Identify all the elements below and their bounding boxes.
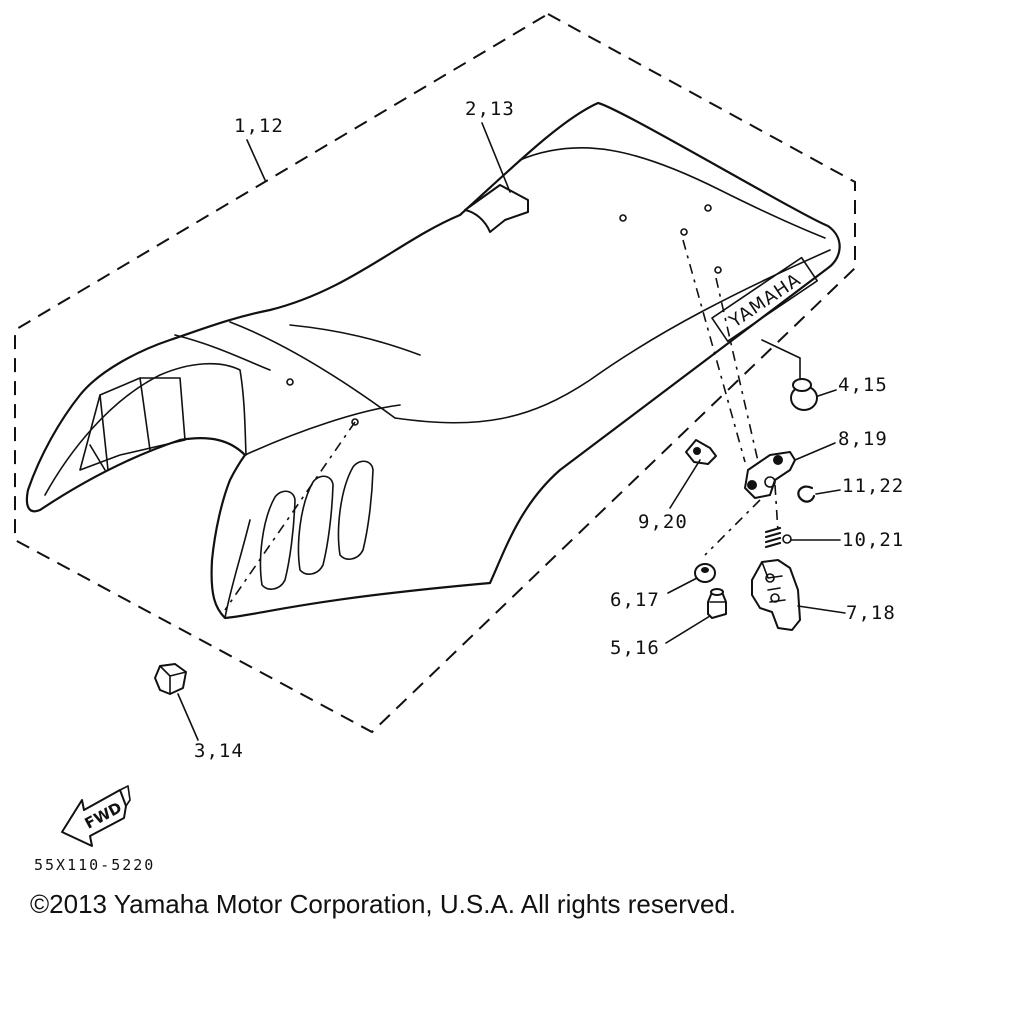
- callout-7-18: 7,18: [846, 602, 896, 624]
- callout-4-15: 4,15: [838, 374, 888, 396]
- callout-9-20: 9,20: [638, 511, 688, 533]
- callout-8-19: 8,19: [838, 428, 888, 450]
- part-6-17-collar: [694, 563, 716, 583]
- part-10-21-spring: [764, 526, 792, 549]
- assembly-boundary: [14, 12, 856, 734]
- callout-3-14: 3,14: [194, 740, 244, 762]
- callout-10-21: 10,21: [842, 529, 904, 551]
- callout-1-12: 1,12: [234, 115, 284, 137]
- diagram-reference-number: 55X110-5220: [34, 856, 155, 874]
- callout-6-17: 6,17: [610, 589, 660, 611]
- part-8-19-bracket: [744, 451, 796, 499]
- seat-body: YAMAHA: [25, 101, 841, 620]
- part-3-14-damper: [154, 663, 187, 695]
- seat-strap-tab: [464, 184, 529, 233]
- yamaha-logo-badge: [711, 256, 818, 343]
- callout-5-16: 5,16: [610, 637, 660, 659]
- vent-slot: [259, 490, 296, 590]
- forward-direction-arrow: FWD: [61, 785, 131, 847]
- part-5-16-bolt: [707, 588, 727, 619]
- vent-slot: [337, 460, 374, 560]
- part-11-22-clip: [797, 485, 816, 503]
- vent-slot: [297, 475, 334, 575]
- callout-2-13: 2,13: [465, 98, 515, 120]
- part-7-18-seat-lock: [751, 559, 801, 631]
- part-4-15-damper: [790, 378, 818, 411]
- leader-lines: [177, 122, 846, 741]
- callout-11-22: 11,22: [842, 475, 904, 497]
- copyright-notice: ©2013 Yamaha Motor Corporation, U.S.A. A…: [30, 889, 737, 919]
- part-9-20-bolt: [685, 439, 717, 465]
